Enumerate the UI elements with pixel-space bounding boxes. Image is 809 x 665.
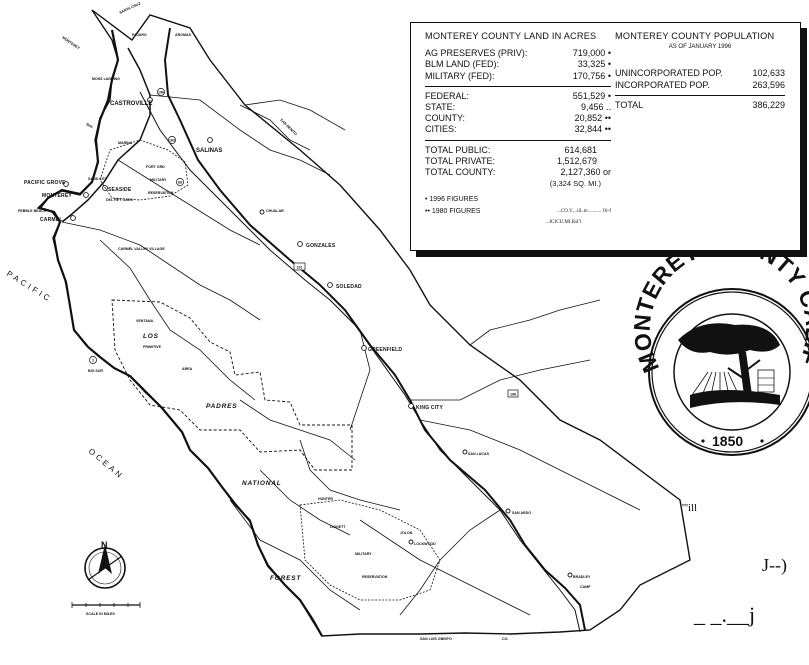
forest-boundary <box>111 299 353 471</box>
land-row: AG PRESERVES (PRIV):719,000 • <box>425 48 611 59</box>
land-column: MONTEREY COUNTY LAND IN ACRES AG PRESERV… <box>425 31 611 228</box>
legend-panel: MONTEREY COUNTY LAND IN ACRES AG PRESERV… <box>410 22 801 251</box>
label-military: MILITARY <box>150 178 167 182</box>
divider <box>425 85 611 87</box>
label-fort-ord: FORT ORD <box>146 165 165 169</box>
label-san-benito: SAN BENITO <box>279 118 298 137</box>
highway-1 <box>61 47 151 223</box>
svg-text:1: 1 <box>92 359 94 363</box>
label-big-sur: BIG SUR <box>88 369 103 373</box>
land-row: FEDERAL:551,529 • <box>425 90 611 101</box>
svg-text:156: 156 <box>158 91 164 95</box>
label-pajaro: PAJARO <box>132 33 147 37</box>
label-del-rey-oaks: DEL REY OAKS <box>106 198 133 202</box>
svg-text:SCALE IN MILES: SCALE IN MILES <box>86 612 115 616</box>
land-row: STATE:9,456 .. <box>425 102 611 113</box>
highway-shields: 101 198 1 156 183 68 <box>89 88 519 398</box>
fort-ord-boundary <box>99 139 189 201</box>
divider <box>425 139 611 141</box>
svg-text:183: 183 <box>169 139 175 143</box>
garble-text: ...JCJCU.MI.RsI'l <box>545 219 581 225</box>
legend-note: • 1996 FIGURES <box>425 196 479 204</box>
label-san-luis-obispo: SAN LUIS OBISPO <box>420 637 452 641</box>
north-arrow-icon: N <box>84 540 126 589</box>
label-seaside: SEASIDE <box>108 187 132 193</box>
label-liggett: LIGGETT <box>330 525 346 529</box>
highway-101 <box>163 27 586 631</box>
label-pacific-grove: PACIFIC GROVE <box>24 180 66 186</box>
label-chualar: CHUALAR <box>266 209 284 213</box>
population-row: UNINCORPORATED POP.102,633 <box>615 68 785 79</box>
label-reservation-2: RESERVATION <box>362 575 388 579</box>
population-title: MONTEREY COUNTY POPULATION <box>615 31 775 41</box>
label-salinas: SALINAS <box>196 148 222 154</box>
label-pacific: PACIFIC <box>5 269 54 304</box>
coastline <box>38 29 323 637</box>
legend-note: •• 1980 FIGURES...CO.V.,..ill..m .......… <box>425 207 611 215</box>
population-column: MONTEREY COUNTY POPULATION AS OF JANUARY… <box>615 31 785 111</box>
land-row: COUNTY:20,852 •• <box>425 113 611 124</box>
svg-text:1850: 1850 <box>712 433 743 449</box>
label-king-city: KING CITY <box>416 405 444 411</box>
population-row: INCORPORATED POP.263,596 <box>615 79 785 90</box>
label-camp: CAMP <box>580 585 591 589</box>
label-padres: PADRES <box>206 403 237 410</box>
svg-text:101: 101 <box>297 266 303 270</box>
label-ventana: VENTANA <box>136 319 154 323</box>
label-greenfield: GREENFIELD <box>368 347 402 353</box>
label-military-2: MILITARY <box>355 552 372 556</box>
label-reservation: RESERVATION <box>148 191 174 195</box>
label-hunter: HUNTER <box>318 497 333 501</box>
sq-mi: (3,324 SQ. MI.) <box>549 179 601 189</box>
scan-artifact-c: _ _.__j <box>694 602 756 627</box>
divider <box>615 94 785 96</box>
scan-artifact-b: J--) <box>762 555 787 575</box>
land-row: TOTAL COUNTY:2,127,360 or <box>425 167 611 178</box>
label-bay: BAY <box>86 122 95 129</box>
label-national: NATIONAL <box>242 480 282 487</box>
label-jolon: JOLON <box>400 531 413 535</box>
label-bradley: BRADLEY <box>573 575 591 579</box>
scale-bar: SCALE IN MILES <box>71 602 141 616</box>
label-lockwood: LOCKWOOD <box>414 542 436 546</box>
label-carmel-valley: CARMEL VALLEY VILLAGE <box>118 247 165 251</box>
label-soledad: SOLEDAD <box>336 284 362 290</box>
label-aromas: AROMAS <box>175 33 192 37</box>
label-sand-city: SAND CITY <box>88 177 108 181</box>
label-co: CO. <box>502 637 508 641</box>
label-moss-landing: MOSS LANDING <box>92 77 120 81</box>
label-forest: FOREST <box>270 575 301 582</box>
label-castroville: CASTROVILLE <box>110 101 152 107</box>
land-row: MILITARY (FED):170,756 • <box>425 70 611 81</box>
label-pebble-beach: PEBBLE BEACH <box>18 209 47 213</box>
label-monterey: MONTEREY <box>42 193 72 199</box>
svg-text:198: 198 <box>510 393 516 397</box>
land-title: MONTEREY COUNTY LAND IN ACRES <box>425 31 597 41</box>
label-san-lucas: SAN LUCAS <box>468 452 490 456</box>
hunter-liggett-boundary <box>299 499 441 601</box>
land-row: TOTAL PUBLIC:614,681 <box>425 144 597 155</box>
label-santa-cruz: SANTA CRUZ <box>119 1 142 15</box>
label-san-ardo: SAN ARDO <box>512 511 531 515</box>
population-subtitle: AS OF JANUARY 1996 <box>668 44 732 51</box>
label-area: AREA <box>182 367 193 371</box>
town-markers <box>63 97 573 578</box>
land-row: CITIES:32,844 •• <box>425 124 611 135</box>
label-marina: MARINA <box>118 141 133 145</box>
label-primitive: PRIMITIVE <box>143 345 162 349</box>
land-row: BLM LAND (FED):33,325 • <box>425 59 611 70</box>
label-ocean: OCEAN <box>87 447 126 482</box>
land-row: TOTAL PRIVATE:1,512,679 <box>425 155 597 166</box>
scan-artifact-a: '''ill <box>682 502 698 514</box>
salinas-river <box>139 91 581 633</box>
label-gonzales: GONZALES <box>306 243 336 249</box>
label-monterey-bay: MONTEREY <box>61 36 80 51</box>
label-los: LOS <box>143 333 159 340</box>
svg-text:N: N <box>101 540 108 550</box>
label-carmel: CARMEL <box>40 217 63 223</box>
svg-text:68: 68 <box>178 181 182 185</box>
